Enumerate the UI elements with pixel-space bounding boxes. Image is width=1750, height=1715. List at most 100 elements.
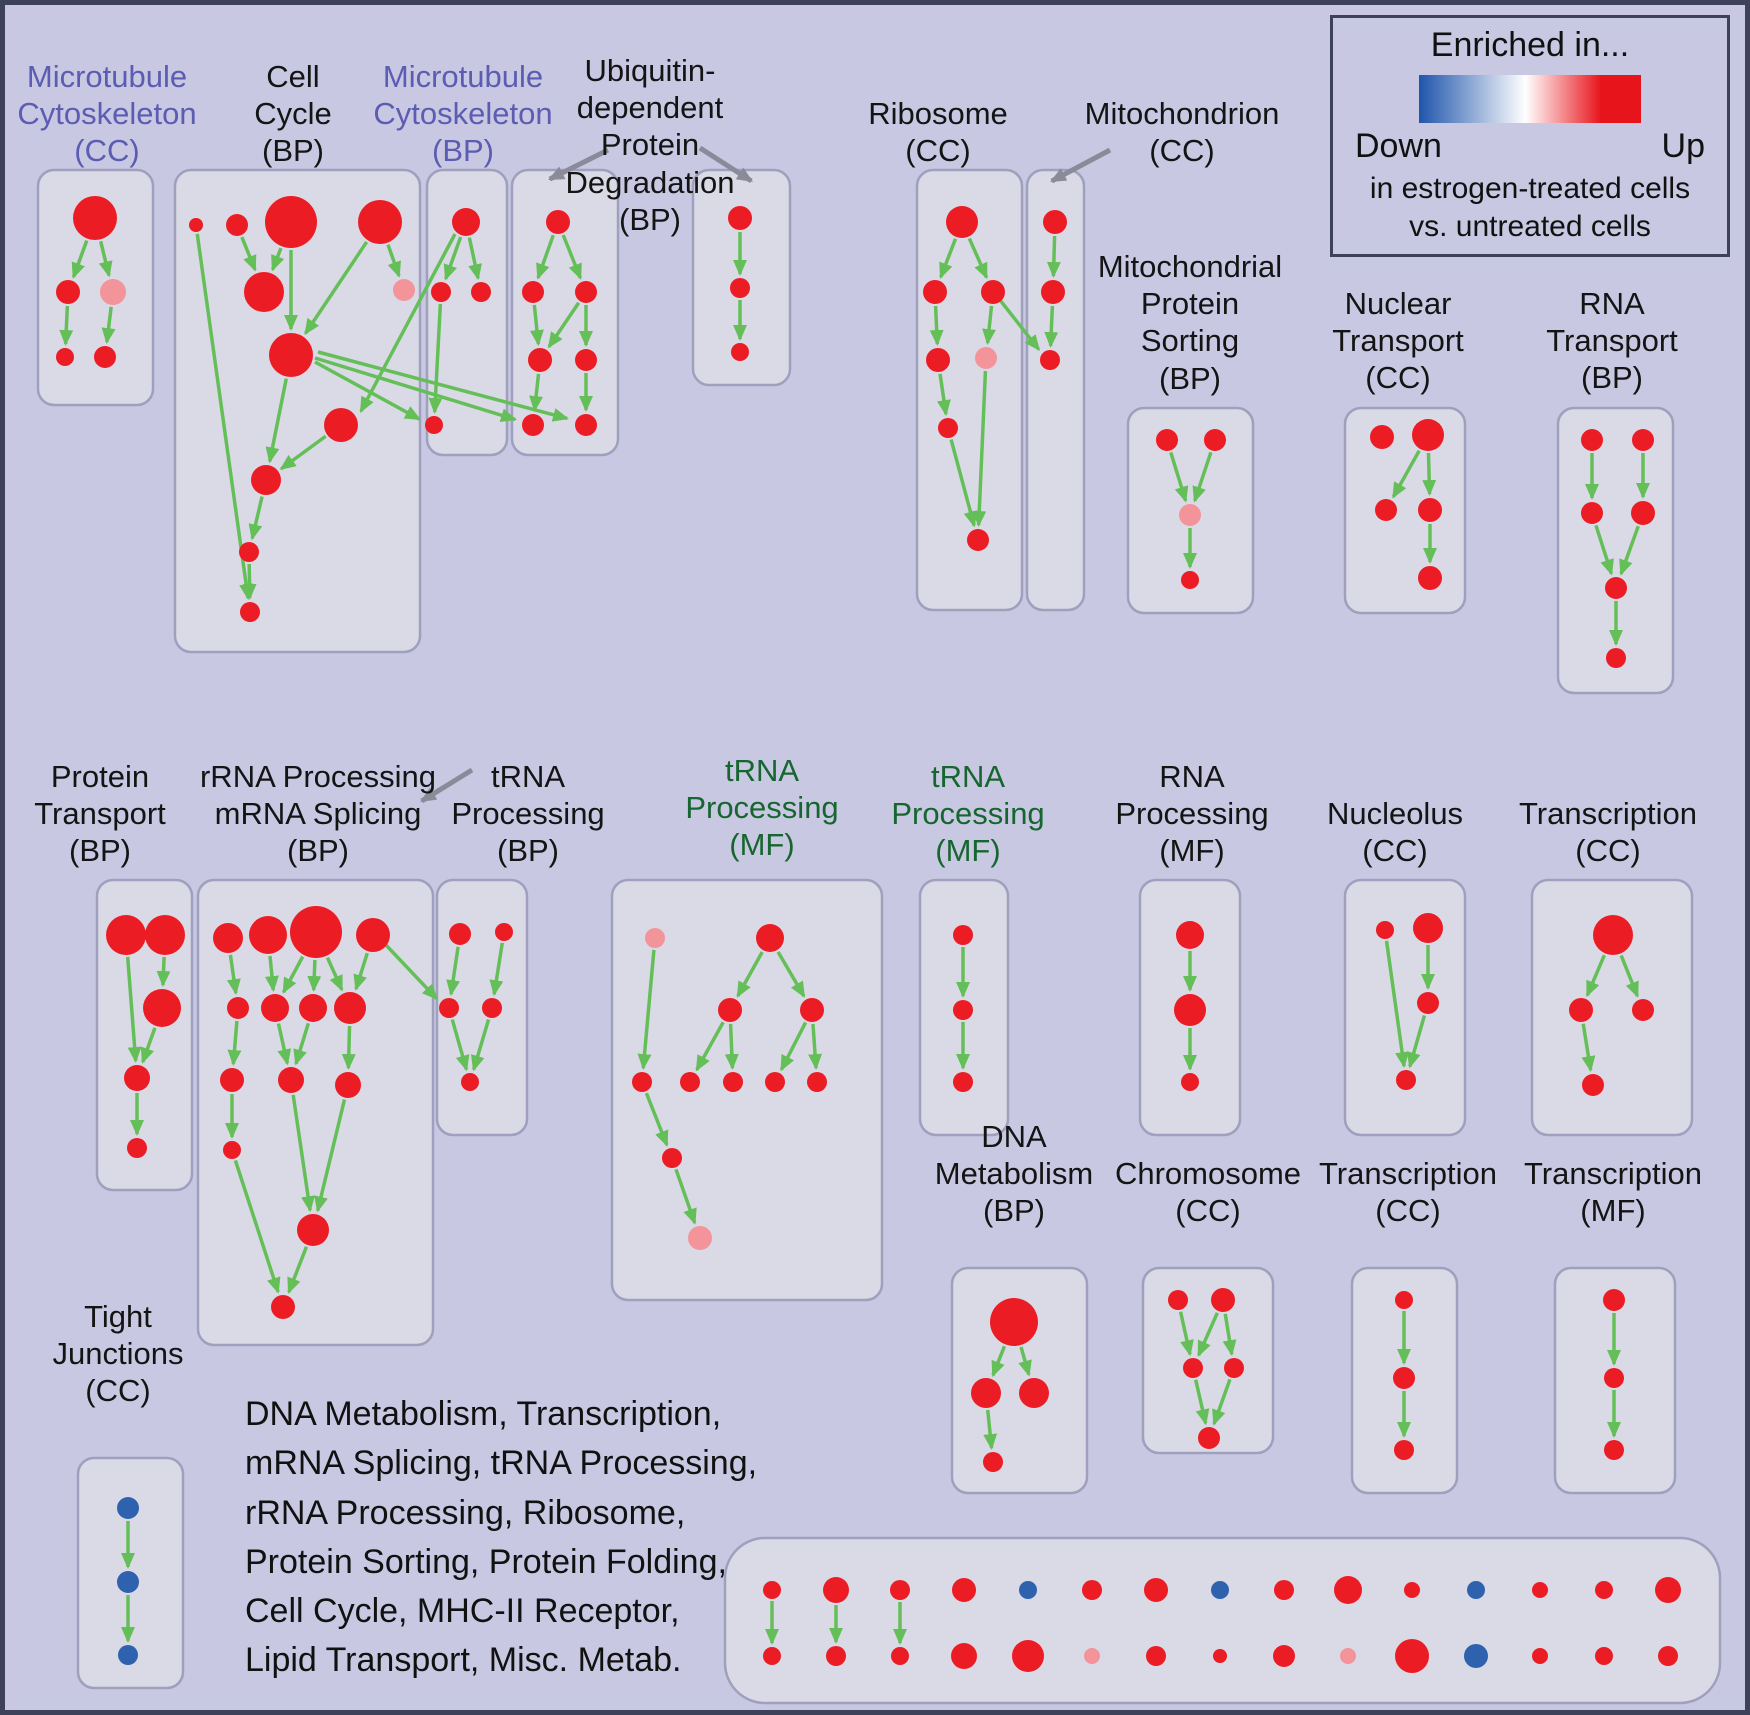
label-line: Mitochondrion bbox=[1084, 96, 1280, 131]
go-term-node bbox=[1012, 1640, 1044, 1672]
go-term-node bbox=[1181, 1073, 1199, 1091]
cluster-box-mitochondrion-cc bbox=[1025, 168, 1086, 612]
go-term-node bbox=[1146, 1646, 1166, 1666]
go-edge bbox=[1585, 954, 1606, 998]
go-term-node bbox=[425, 416, 443, 434]
go-term-node bbox=[1082, 1580, 1102, 1600]
label-line: Microtubule bbox=[382, 59, 544, 94]
go-term-node bbox=[1605, 577, 1627, 599]
cluster-box-microtubule-cytoskeleton-bp bbox=[425, 168, 509, 457]
go-term-node bbox=[324, 408, 358, 442]
go-term-node bbox=[923, 280, 947, 304]
go-term-node bbox=[990, 1298, 1038, 1346]
go-edge bbox=[991, 1345, 1007, 1378]
go-cross-edge bbox=[998, 298, 1041, 352]
go-term-node bbox=[358, 200, 402, 244]
legend-scale-labels: Down Up bbox=[1333, 123, 1727, 166]
go-edge bbox=[282, 955, 305, 994]
legend-title: Enriched in... bbox=[1430, 26, 1630, 64]
go-edge bbox=[71, 239, 89, 279]
go-term-node bbox=[356, 918, 390, 952]
label-line: (CC) bbox=[905, 133, 971, 169]
label-line: Processing bbox=[1115, 796, 1269, 832]
label-line: Tight bbox=[84, 1299, 152, 1334]
go-term-node bbox=[1631, 501, 1655, 525]
annotation-arrow bbox=[698, 145, 753, 184]
go-edge bbox=[1178, 1311, 1194, 1357]
go-edge bbox=[98, 240, 113, 278]
label-line: Nuclear bbox=[1344, 286, 1452, 321]
go-term-node bbox=[265, 196, 317, 248]
go-edge bbox=[240, 236, 257, 272]
misc-note-line: DNA Metabolism, Transcription, bbox=[245, 1395, 722, 1433]
label-line: rRNA Processing bbox=[199, 759, 437, 794]
label-line: Transport bbox=[1332, 323, 1464, 359]
label-line: Cytoskeleton bbox=[17, 96, 197, 132]
go-cross-edge bbox=[383, 942, 439, 1001]
go-edge bbox=[972, 370, 988, 528]
label-line: tRNA bbox=[930, 759, 1006, 794]
label-line: Metabolism bbox=[934, 1156, 1094, 1192]
go-term-node bbox=[1417, 992, 1439, 1014]
go-edge bbox=[1018, 1346, 1032, 1377]
go-term-node bbox=[826, 1646, 846, 1666]
go-edge bbox=[264, 955, 279, 993]
cluster-box-misc-metabolism-strip bbox=[723, 1536, 1722, 1705]
go-edge bbox=[195, 233, 254, 601]
go-edge bbox=[674, 1168, 697, 1225]
legend-subtitle-line-2: vs. untreated cells bbox=[1409, 210, 1651, 244]
go-term-node bbox=[299, 994, 327, 1022]
go-term-node bbox=[334, 992, 366, 1024]
label-line: Cytoskeleton bbox=[373, 96, 553, 132]
go-term-node bbox=[1603, 1289, 1625, 1311]
go-term-node bbox=[1043, 210, 1067, 234]
label-line: (BP) bbox=[287, 833, 349, 869]
go-term-node bbox=[951, 1643, 977, 1669]
go-term-node bbox=[297, 1214, 329, 1246]
go-edge bbox=[637, 949, 656, 1071]
label-line: Ribosome bbox=[868, 96, 1008, 131]
go-term-node bbox=[127, 1138, 147, 1158]
go-term-node bbox=[1224, 1358, 1244, 1378]
go-term-node bbox=[1632, 999, 1654, 1021]
go-edge bbox=[1422, 452, 1437, 497]
label-line: Microtubule bbox=[26, 59, 188, 94]
go-term-node bbox=[763, 1647, 781, 1665]
go-term-node bbox=[1179, 504, 1201, 526]
go-term-node bbox=[220, 1068, 244, 1092]
go-term-node bbox=[1174, 994, 1206, 1026]
go-term-node bbox=[1655, 1577, 1681, 1603]
misc-note-line: Lipid Transport, Misc. Metab. bbox=[245, 1641, 682, 1680]
go-term-node bbox=[1211, 1288, 1235, 1312]
go-edge bbox=[226, 954, 241, 996]
legend-up-label: Up bbox=[1661, 127, 1705, 165]
go-term-node bbox=[393, 279, 415, 301]
label-line: Protein bbox=[600, 127, 700, 163]
label-line: (CC) bbox=[1365, 360, 1431, 396]
go-edge bbox=[314, 1099, 347, 1213]
go-term-node bbox=[823, 1577, 849, 1603]
go-term-node bbox=[891, 1647, 909, 1665]
go-term-node bbox=[1604, 1440, 1624, 1460]
go-term-node bbox=[1395, 1639, 1429, 1673]
cluster-box-ribosome-cc bbox=[915, 168, 1024, 612]
label-line: Sorting bbox=[1140, 323, 1240, 359]
go-term-node bbox=[261, 994, 289, 1022]
label-transcription-cc-1: Transcription(CC) bbox=[1519, 795, 1697, 869]
cluster-box-nucleolus-cc bbox=[1343, 878, 1467, 1137]
go-edge bbox=[59, 305, 74, 347]
go-term-node bbox=[213, 923, 243, 953]
go-edge bbox=[536, 234, 555, 280]
go-edge bbox=[140, 1027, 157, 1064]
misc-categories-note: DNA Metabolism, Transcription, mRNA Spli… bbox=[245, 1390, 757, 1686]
label-ribosome-cc: Ribosome(CC) bbox=[868, 95, 1008, 169]
go-edge bbox=[529, 304, 544, 347]
go-term-node bbox=[94, 346, 116, 368]
go-term-node bbox=[1413, 913, 1443, 943]
go-term-node bbox=[189, 218, 203, 232]
